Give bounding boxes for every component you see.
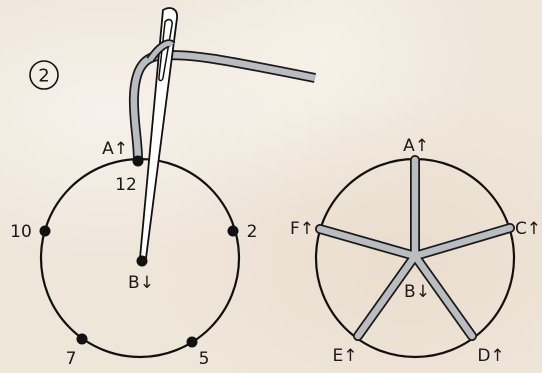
label-c: C↑ <box>515 219 541 239</box>
point-5-dot <box>187 337 198 348</box>
label-7: 7 <box>66 349 77 369</box>
label-12: 12 <box>115 175 137 195</box>
point-12-dot <box>133 156 144 167</box>
label-a: A↑ <box>102 139 128 159</box>
spoke-f <box>320 229 415 256</box>
point-10-dot <box>40 226 51 237</box>
label-d: D↑ <box>477 346 504 366</box>
point-b-dot <box>137 256 148 267</box>
spoke-c <box>415 228 510 256</box>
label-b-right: B↓ <box>404 282 430 302</box>
label-10: 10 <box>10 222 32 242</box>
point-2-dot <box>228 226 239 237</box>
step-badge: 2 <box>30 61 58 89</box>
label-2: 2 <box>247 222 258 242</box>
label-e: E↑ <box>333 346 358 366</box>
left-diagram: A↑ 12 2 10 5 7 B↓ <box>10 8 315 369</box>
point-7-dot <box>77 334 88 345</box>
label-a-right: A↑ <box>403 136 429 156</box>
label-5: 5 <box>199 349 210 369</box>
label-f: F↑ <box>290 219 314 239</box>
right-diagram: A↑ C↑ D↑ E↑ F↑ B↓ <box>290 136 541 366</box>
step-number: 2 <box>38 66 49 87</box>
label-b: B↓ <box>128 273 154 293</box>
